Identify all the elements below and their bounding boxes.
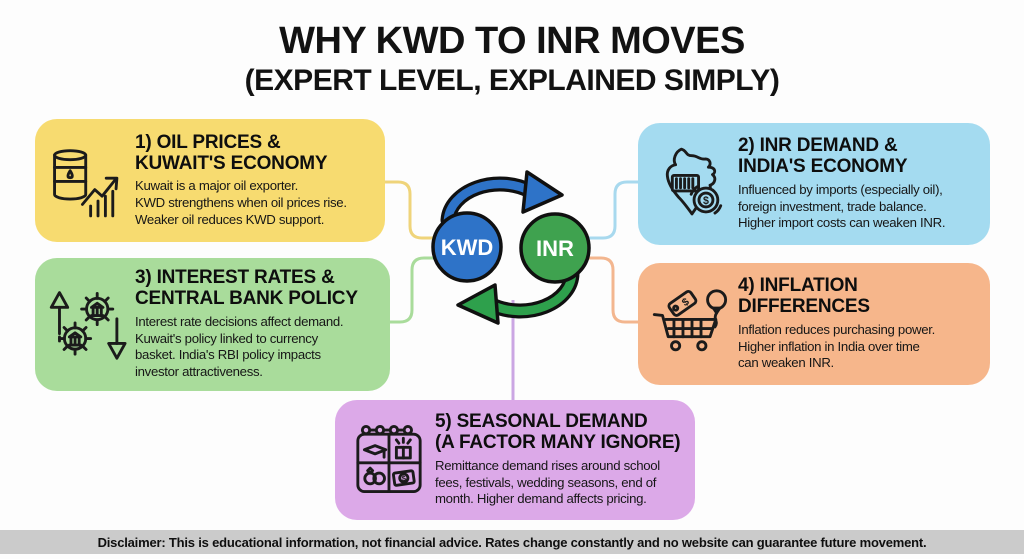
kwd-inr-exchange-graphic: KWD INR bbox=[431, 170, 591, 325]
inr-coin: INR bbox=[519, 212, 591, 284]
card-inflation-heading: 4) INFLATION DIFFERENCES bbox=[738, 275, 870, 318]
inr-coin-label: INR bbox=[536, 236, 574, 261]
connector-inr-demand bbox=[570, 180, 640, 240]
connector-inflation bbox=[570, 256, 640, 324]
card-oil-prices: 1) OIL PRICES & KUWAIT'S ECONOMY Kuwait … bbox=[35, 119, 385, 242]
card-inr-demand-texts: 2) INR DEMAND & INDIA'S ECONOMY Influenc… bbox=[738, 135, 982, 232]
card-inflation-body: Inflation reduces purchasing power. High… bbox=[738, 321, 935, 371]
connector-oil bbox=[383, 180, 454, 240]
card-seasonal-demand-heading: 5) SEASONAL DEMAND (A FACTOR MANY IGNORE… bbox=[435, 411, 681, 454]
card-inr-demand: $ 2) INR DEMAND & INDIA'S ECONOMY Influe… bbox=[638, 123, 990, 245]
card-oil-heading: 1) OIL PRICES & KUWAIT'S ECONOMY bbox=[135, 131, 328, 174]
calendar-seasonal-icon: $ bbox=[343, 420, 435, 500]
card-oil-body: Kuwait is a major oil exporter. KWD stre… bbox=[135, 178, 347, 227]
card-interest-rates-body: Interest rate decisions affect demand. K… bbox=[135, 314, 344, 380]
india-map-trade-icon: $ bbox=[646, 144, 738, 224]
card-inr-demand-body: Influenced by imports (especially oil), … bbox=[738, 181, 946, 231]
oil-barrel-chart-icon bbox=[43, 141, 135, 221]
header: WHY KWD TO INR MOVES (EXPERT LEVEL, EXPL… bbox=[0, 22, 1024, 98]
connector-rates bbox=[388, 256, 454, 324]
cycle-arrow-bottom-icon bbox=[456, 264, 580, 325]
card-interest-rates-heading: 3) INTEREST RATES & CENTRAL BANK POLICY bbox=[135, 267, 358, 310]
price-tag-dollar-glyph: $ bbox=[680, 296, 692, 309]
banknote-dollar-glyph: $ bbox=[401, 474, 406, 483]
kwd-coin: KWD bbox=[431, 211, 503, 283]
page-title: WHY KWD TO INR MOVES bbox=[279, 20, 745, 62]
gears-central-bank-icon bbox=[43, 285, 135, 365]
card-oil-texts: 1) OIL PRICES & KUWAIT'S ECONOMY Kuwait … bbox=[135, 131, 377, 229]
page-subtitle: (EXPERT LEVEL, EXPLAINED SIMPLY) bbox=[244, 63, 780, 97]
disclaimer-bar: Disclaimer: This is educational informat… bbox=[0, 530, 1024, 554]
kwd-coin-label: KWD bbox=[441, 235, 494, 260]
globe-dollar-glyph: $ bbox=[703, 195, 709, 207]
card-seasonal-demand: $ 5) SEASONAL DEMAND (A FACTOR MANY IGNO… bbox=[335, 400, 695, 520]
card-seasonal-demand-texts: 5) SEASONAL DEMAND (A FACTOR MANY IGNORE… bbox=[435, 411, 687, 508]
card-inflation: $ 4) INFLATION DIFFERENCES Inflation red… bbox=[638, 263, 990, 385]
cycle-arrow-top-icon bbox=[440, 170, 564, 228]
shopping-cart-inflation-icon: $ bbox=[646, 284, 738, 364]
card-inflation-texts: 4) INFLATION DIFFERENCES Inflation reduc… bbox=[738, 275, 982, 372]
card-interest-rates-texts: 3) INTEREST RATES & CENTRAL BANK POLICY … bbox=[135, 267, 382, 380]
card-seasonal-demand-body: Remittance demand rises around school fe… bbox=[435, 457, 660, 507]
card-inr-demand-heading: 2) INR DEMAND & INDIA'S ECONOMY bbox=[738, 135, 908, 178]
disclaimer-text: Disclaimer: This is educational informat… bbox=[97, 534, 927, 550]
card-interest-rates: 3) INTEREST RATES & CENTRAL BANK POLICY … bbox=[35, 258, 390, 391]
